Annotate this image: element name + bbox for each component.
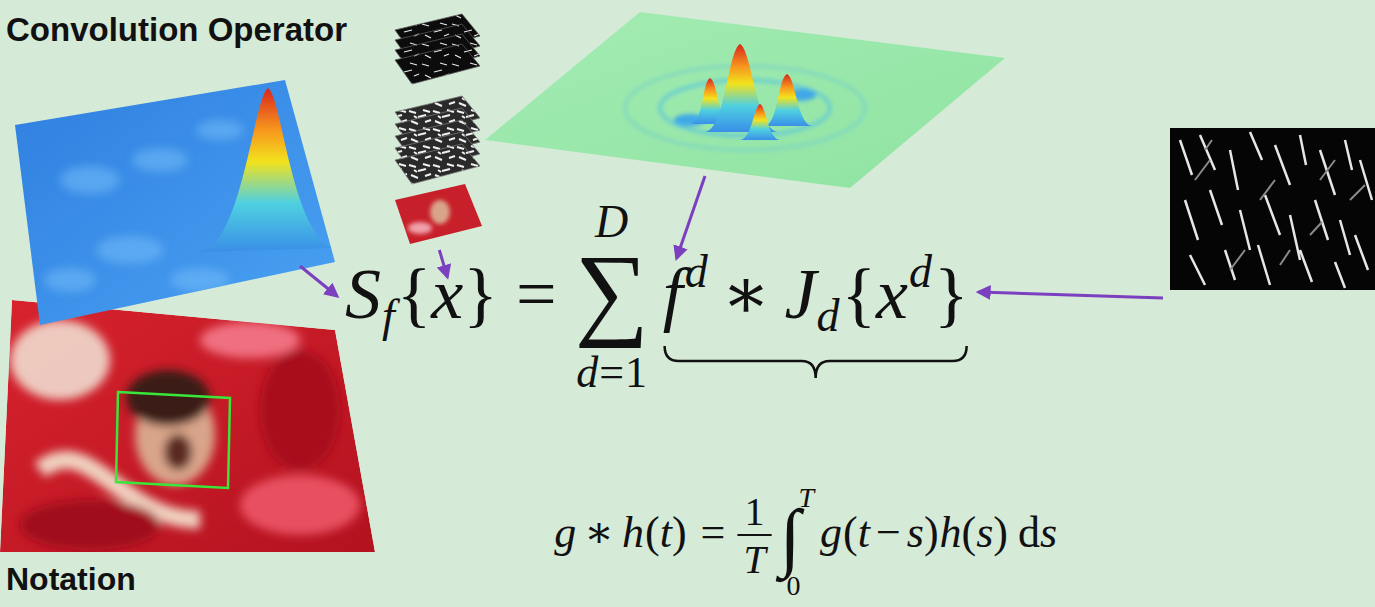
video-frame — [0, 300, 375, 552]
hair — [126, 370, 210, 426]
slide-heading: Convolution Operator — [6, 10, 347, 50]
patch-ground — [1170, 128, 1375, 290]
fraction-bar — [737, 534, 771, 536]
leader-arrow — [979, 292, 1163, 298]
math-variable: g — [820, 511, 842, 555]
math-symbol: ( — [645, 511, 660, 555]
feature-layer — [395, 44, 480, 84]
math-symbol: − — [876, 511, 901, 555]
surface-plane — [15, 80, 335, 325]
math-variable: T — [743, 540, 765, 580]
math-variable: f — [382, 293, 395, 339]
dress-fold — [260, 350, 340, 470]
math-symbol: = — [701, 511, 726, 555]
target-box — [116, 392, 230, 488]
math-symbol: ∗ — [722, 258, 771, 330]
ripple — [96, 236, 164, 264]
frame-ground — [0, 300, 375, 552]
math-symbol: ( — [843, 511, 858, 555]
math-variable: J — [785, 258, 817, 330]
feature-patch — [1170, 128, 1375, 290]
score-peak — [200, 88, 334, 252]
underbrace — [665, 346, 967, 378]
math-variable: t — [660, 511, 672, 555]
math-variable: d — [909, 249, 932, 295]
math-symbol: ) — [993, 511, 1008, 555]
annotations — [300, 176, 1163, 535]
math-variable: s — [1040, 511, 1057, 555]
patch-streaks — [1195, 140, 1365, 270]
math-variable: s — [907, 511, 924, 555]
math-variable: x — [876, 258, 908, 330]
math-variable: f — [663, 258, 683, 330]
math-variable: g — [554, 511, 576, 555]
math-variable: t — [858, 511, 870, 555]
dress-light — [408, 222, 432, 234]
math-symbol: 1 — [745, 492, 765, 532]
ripple — [132, 148, 188, 172]
ripple — [170, 268, 230, 292]
dress-light — [240, 475, 360, 535]
math-symbol: } — [463, 258, 498, 330]
math-variable: s — [976, 511, 993, 555]
filter-peak — [765, 74, 812, 126]
face — [430, 200, 450, 224]
math-symbol: ∫ — [780, 498, 801, 574]
section-heading: Notation — [6, 560, 136, 598]
patch-streaks — [1180, 132, 1372, 288]
leader-arrow — [677, 176, 705, 258]
math-symbol: = — [516, 258, 557, 330]
math-symbol: 0 — [786, 572, 800, 600]
ripple — [44, 268, 96, 292]
feature-stack — [395, 14, 482, 244]
math-symbol: ∑ — [574, 239, 648, 343]
math-symbol: 1 — [625, 351, 647, 395]
math-symbol: ( — [962, 511, 977, 555]
math-symbol: ∗ — [584, 511, 614, 555]
ripple — [60, 166, 120, 194]
dress-light — [200, 322, 300, 358]
filter-peak — [705, 44, 778, 132]
filter-peak — [740, 104, 780, 140]
math-symbol: { — [842, 258, 877, 330]
score-surface — [15, 80, 335, 325]
math-variable: T — [798, 484, 814, 512]
mouth — [164, 434, 192, 470]
math-symbol: } — [934, 258, 969, 330]
math-variable: d — [576, 351, 598, 395]
leader-arrow — [300, 266, 337, 296]
filter-plane — [485, 12, 1005, 188]
math-variable: h — [622, 511, 644, 555]
feature-layer — [395, 144, 480, 184]
math-variable: x — [431, 258, 463, 330]
math-symbol: ) — [672, 511, 687, 555]
dress-dark — [20, 500, 160, 550]
math-symbol: { — [397, 258, 432, 330]
ripple — [196, 120, 244, 140]
math-symbol: d — [1018, 511, 1040, 555]
math-symbol: = — [599, 351, 624, 395]
math-variable: h — [940, 511, 962, 555]
filter-surface — [485, 12, 1005, 188]
math-variable: d — [817, 293, 840, 339]
input-image — [395, 184, 482, 244]
math-variable: d — [685, 249, 708, 295]
math-symbol: ) — [924, 511, 939, 555]
math-variable: S — [345, 258, 381, 330]
cymbal — [10, 320, 110, 400]
